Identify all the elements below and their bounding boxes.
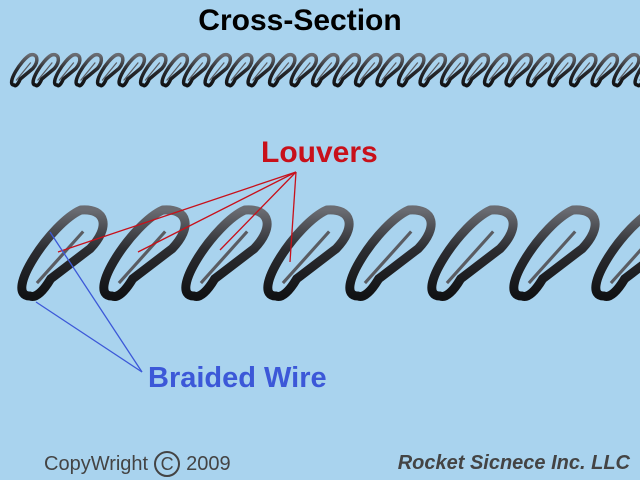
- louver-strand: [527, 230, 577, 285]
- wire-coil-turn: [591, 214, 640, 301]
- copyright-notice: CopyWright C 2009: [44, 451, 231, 477]
- louver-strand: [363, 230, 413, 285]
- louver-strand: [209, 62, 225, 81]
- wire-coil-turn: [345, 205, 436, 301]
- wire-coil-turn: [181, 205, 272, 301]
- louver-strand: [199, 230, 249, 285]
- louver-strand: [281, 230, 331, 285]
- louver-strand: [37, 62, 53, 81]
- copyright-year: 2009: [186, 452, 231, 475]
- louvers-callout-line: [289, 171, 297, 263]
- wire-coil-turn: [396, 52, 426, 88]
- louver-strand: [488, 62, 505, 81]
- wire-coil-turn: [289, 52, 319, 88]
- louver-strand: [316, 62, 333, 81]
- louver-strand: [510, 62, 526, 81]
- wire-coil-turn: [95, 52, 125, 88]
- louver-strand: [574, 62, 591, 81]
- wire-coil-turn: [31, 52, 61, 88]
- wire-coil-turn: [52, 52, 82, 88]
- wire-coil-turn: [203, 52, 233, 88]
- wire-coil-turn: [418, 52, 448, 88]
- louver-strand: [445, 62, 462, 81]
- louver-strand: [252, 62, 268, 81]
- wire-coil-turn: [263, 205, 354, 301]
- wire-coil-turn: [138, 52, 168, 88]
- wire-coil-turn: [246, 52, 276, 88]
- louver-strand: [166, 62, 182, 81]
- diagram-title: Cross-Section: [198, 4, 402, 37]
- cross-section-coil-strip: [9, 52, 640, 88]
- louver-strand: [230, 62, 247, 81]
- wire-coil-turn: [160, 52, 190, 88]
- wire-coil-turn: [547, 52, 577, 88]
- wire-coil-turn: [99, 205, 190, 301]
- braided-wire-label: Braided Wire: [148, 362, 327, 394]
- louvers-callout-line: [219, 171, 297, 251]
- louver-strand: [144, 62, 161, 81]
- louver-strand: [381, 62, 397, 81]
- wire-coil-turn: [482, 52, 512, 88]
- louver-strand: [402, 62, 419, 81]
- louver-strand: [123, 62, 139, 81]
- wire-coil-turn: [509, 205, 600, 301]
- wire-coil-turn: [590, 52, 620, 88]
- wire-coil-turn: [117, 52, 147, 88]
- louver-strand: [553, 62, 569, 81]
- louver-strand: [80, 62, 96, 81]
- louver-strand: [531, 62, 548, 81]
- louver-strand: [273, 62, 290, 81]
- wire-coil-turn: [568, 52, 598, 88]
- wire-coil-turn: [611, 52, 640, 88]
- louver-strand: [295, 62, 311, 81]
- braided-wire-callout-line: [35, 301, 143, 373]
- louver-strand: [338, 62, 354, 81]
- company-name: Rocket Sicnece Inc. LLC: [397, 452, 630, 474]
- wire-coil-turn: [504, 52, 534, 88]
- wire-coil-turn: [310, 52, 340, 88]
- louver-strand: [424, 62, 440, 81]
- wire-coil-turn: [17, 205, 108, 301]
- louver-strand: [58, 62, 75, 81]
- louvers-callout-line: [137, 171, 297, 253]
- wire-coil-turn: [525, 52, 555, 88]
- wire-coil-turn: [375, 52, 405, 88]
- wire-coil-turn: [439, 52, 469, 88]
- braided-wire-coil: [17, 205, 640, 301]
- wire-coil-turn: [461, 52, 491, 88]
- copyright-icon: C: [154, 451, 181, 477]
- wire-coil-turn: [353, 52, 383, 88]
- copyright-prefix: CopyWright: [44, 452, 149, 475]
- braided-wire-callout-line: [49, 231, 143, 373]
- louver-strand: [187, 62, 204, 81]
- braided-wire-callout-lines: [35, 231, 143, 373]
- louvers-label: Louvers: [261, 136, 378, 169]
- louver-strand: [609, 248, 640, 285]
- louver-strand: [617, 62, 634, 81]
- louver-strand: [35, 230, 85, 285]
- louvers-callout-lines: [57, 171, 297, 263]
- wire-coil-turn: [427, 205, 518, 301]
- louver-strand: [445, 230, 495, 285]
- louver-strand: [359, 62, 376, 81]
- wire-coil-turn: [74, 52, 104, 88]
- wire-coil-turn: [332, 52, 362, 88]
- wire-coil-turn: [267, 52, 297, 88]
- louver-strand: [101, 62, 118, 81]
- louver-strand: [117, 230, 167, 285]
- louver-strand: [467, 62, 483, 81]
- louver-strand: [15, 62, 32, 81]
- wire-coil-turn: [9, 52, 39, 88]
- louvers-callout-line: [57, 171, 297, 253]
- wire-coil-turn: [224, 52, 254, 88]
- louver-strand: [596, 62, 612, 81]
- wire-coil-turn: [181, 52, 211, 88]
